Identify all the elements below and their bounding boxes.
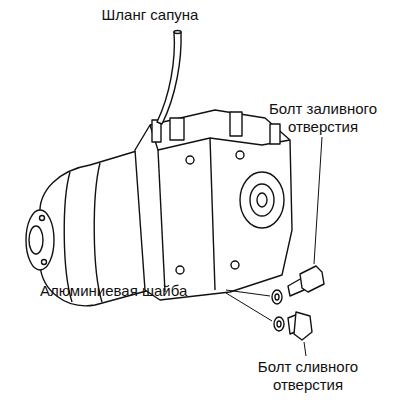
flange xyxy=(26,210,54,270)
flange-bolt xyxy=(40,216,45,221)
output-seal xyxy=(240,172,284,228)
aluminium-washer xyxy=(272,290,282,304)
aluminium-washer xyxy=(277,321,281,327)
housing-edge xyxy=(158,150,165,292)
housing-edge xyxy=(210,138,215,290)
case-bolt xyxy=(231,261,239,269)
part-label: Болт заливного отверстия xyxy=(255,100,391,136)
case-bolt xyxy=(236,151,244,159)
hose-end xyxy=(174,31,181,34)
part-label: Алюминиевая шайба xyxy=(40,282,226,300)
flange-hub xyxy=(29,226,43,254)
leader-line xyxy=(304,342,306,356)
part-label: Шланг сапуна xyxy=(88,6,212,24)
boss xyxy=(230,112,242,136)
boss xyxy=(170,118,184,140)
housing-rib xyxy=(94,163,102,302)
boss xyxy=(270,124,280,144)
housing-body xyxy=(135,110,292,300)
case-bolt xyxy=(186,156,194,164)
part-label: Болт сливного отверстия xyxy=(240,358,376,394)
flange-bolt xyxy=(42,260,47,265)
filler-bolt-head xyxy=(300,266,324,292)
output-seal xyxy=(250,184,274,216)
aluminium-washer xyxy=(275,294,279,300)
breather-hose xyxy=(157,32,181,124)
leader-line xyxy=(226,290,270,296)
leader-line xyxy=(226,293,272,321)
leader-line xyxy=(314,137,322,264)
output-seal xyxy=(257,193,267,207)
case-bolt xyxy=(176,266,184,274)
aluminium-washer xyxy=(274,317,284,331)
drain-bolt-head xyxy=(294,312,312,340)
